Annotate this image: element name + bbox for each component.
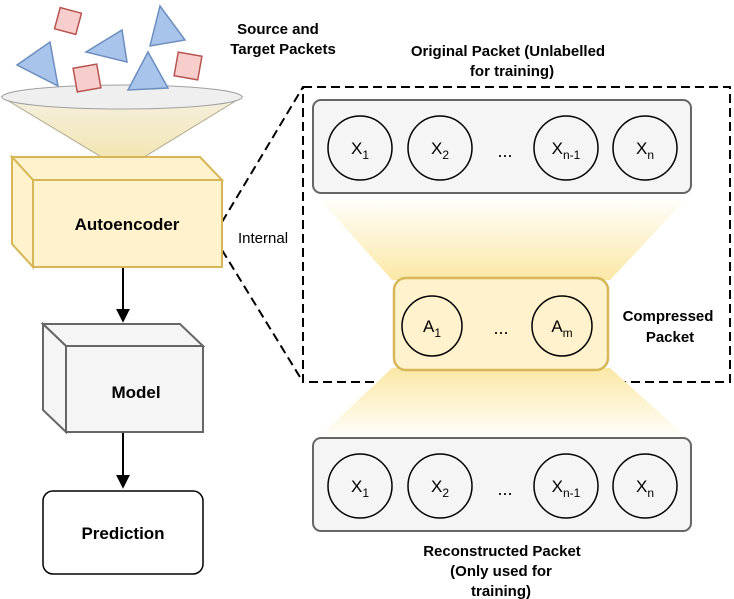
- internal-connector-bottom: [221, 249, 304, 383]
- internal-label: Internal: [238, 230, 288, 247]
- reconstructed-label-line2: (Only used for: [450, 563, 552, 580]
- reconstructed-label-line3: training): [471, 583, 531, 599]
- prediction-box: [42, 490, 204, 575]
- compressed-packet-label-line2: Packet: [646, 329, 694, 346]
- reconstructed-node-circle: [612, 453, 678, 519]
- original-ellipsis: ...: [497, 141, 512, 161]
- packet-triangle: [148, 4, 187, 47]
- source-target-label-line2: Target Packets: [230, 41, 336, 58]
- compressed-packet-label-line1: Compressed: [623, 308, 714, 325]
- original-node-label: Xn: [636, 139, 654, 162]
- decoder-beam: [316, 368, 690, 440]
- reconstructed-node-circle: [327, 453, 393, 519]
- original-node-label: X1: [351, 139, 369, 162]
- model-block: Model: [40, 321, 206, 435]
- autoencoder-block: Autoencoder: [9, 154, 225, 270]
- funnel: [0, 84, 244, 171]
- compressed-node-circle: [531, 295, 593, 357]
- internal-frame: [302, 86, 731, 383]
- internal-connector-top: [221, 86, 304, 223]
- packet-square: [72, 63, 102, 93]
- packet-triangle: [84, 28, 128, 63]
- original-node-label: X2: [431, 139, 449, 162]
- packet-square: [173, 51, 203, 81]
- original-packet-label-line2: for training): [470, 63, 554, 80]
- reconstructed-node-label: Xn-1: [552, 477, 581, 500]
- encoder-beam: [316, 195, 690, 280]
- reconstructed-node-label: Xn: [636, 477, 654, 500]
- compressed-node-circle: [401, 295, 463, 357]
- original-packet-nodes: X1 X2 Xn-1 Xn: [327, 115, 678, 181]
- prediction-label: Prediction: [81, 524, 164, 543]
- reconstructed-node-label: X1: [351, 477, 369, 500]
- packet-square: [53, 6, 83, 36]
- reconstructed-node-circle: [407, 453, 473, 519]
- source-target-label-line1: Source and: [237, 21, 319, 38]
- compressed-node-label: Am: [551, 317, 572, 340]
- reconstructed-node-label: X2: [431, 477, 449, 500]
- compressed-packet-nodes: A1 Am: [401, 295, 593, 357]
- reconstructed-packet-box: [312, 437, 692, 532]
- model-label: Model: [111, 383, 160, 402]
- reconstructed-label-line1: Reconstructed Packet: [423, 543, 581, 560]
- original-packet-label-line1: Original Packet (Unlabelled: [411, 43, 605, 60]
- autoencoder-label: Autoencoder: [75, 215, 180, 234]
- reconstructed-node-circle: [533, 453, 599, 519]
- reconstructed-packet-nodes: X1 X2 Xn-1 Xn: [327, 453, 678, 519]
- compressed-ellipsis: ...: [493, 318, 508, 338]
- packet-triangle: [15, 40, 60, 88]
- packet-triangle: [126, 50, 170, 91]
- reconstructed-ellipsis: ...: [497, 479, 512, 499]
- original-node-circle: [612, 115, 678, 181]
- original-node-label: Xn-1: [552, 139, 581, 162]
- original-node-circle: [407, 115, 473, 181]
- original-packet-box: [312, 99, 692, 194]
- original-node-circle: [533, 115, 599, 181]
- original-node-circle: [327, 115, 393, 181]
- compressed-node-label: A1: [423, 317, 441, 340]
- packet-shapes: [15, 4, 203, 93]
